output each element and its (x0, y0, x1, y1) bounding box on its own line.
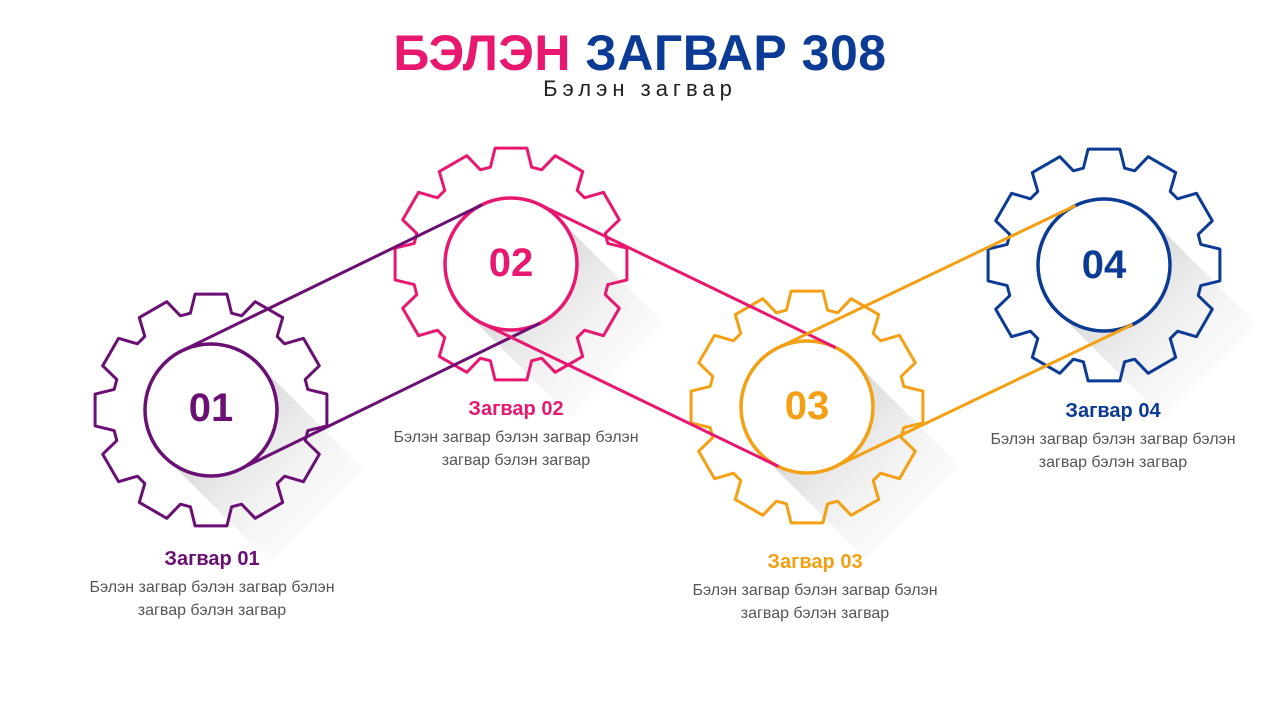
step-description-line-1: Бэлэн загвар бэлэн загвар бэлэн (89, 579, 335, 596)
title-part-1: БЭЛЭН (393, 25, 572, 81)
belt-2-3-line-2 (539, 203, 837, 349)
page-title: БЭЛЭН ЗАГВАР 308 (0, 24, 1280, 82)
step-label-03: Загвар 03 Бэлэн загвар бэлэн загвар бэлэ… (655, 549, 975, 625)
step-label-04: Загвар 04 Бэлэн загвар бэлэн загвар бэлэ… (953, 398, 1273, 474)
gear-outline-4 (986, 147, 1222, 383)
gear-outline-1 (93, 292, 329, 528)
belt-1-2-line-2 (181, 203, 483, 353)
step-description: Бэлэн загвар бэлэн загвар бэлэн загвар б… (953, 428, 1273, 474)
step-description-line-2: загвар бэлэн загвар (740, 605, 890, 622)
step-label-01: Загвар 01 Бэлэн загвар бэлэн загвар бэлэ… (52, 546, 372, 622)
step-description-line-2: загвар бэлэн загвар (137, 602, 287, 619)
belt-2-3-line-1 (481, 322, 779, 468)
belt-1-2-line-1 (239, 321, 541, 471)
step-heading: Загвар 04 (1065, 400, 1161, 422)
gear-hub-2 (443, 196, 579, 332)
step-description-line-1: Бэлэн загвар бэлэн загвар бэлэн (692, 582, 938, 599)
step-number-02: 02 (488, 241, 534, 285)
connector-belts (181, 203, 1134, 471)
step-heading: Загвар 02 (468, 398, 564, 420)
gear-outline-3 (689, 289, 925, 525)
step-number-01: 01 (188, 386, 234, 430)
title-part-2: ЗАГВАР 308 (585, 25, 887, 81)
gear-hub-3 (739, 339, 875, 475)
gear-outline-2 (393, 146, 629, 382)
step-description-line-1: Бэлэн загвар бэлэн загвар бэлэн (990, 431, 1236, 448)
step-description: Бэлэн загвар бэлэн загвар бэлэн загвар б… (356, 426, 676, 472)
step-description-line-1: Бэлэн загвар бэлэн загвар бэлэн (393, 429, 639, 446)
step-description-line-2: загвар бэлэн загвар (441, 452, 591, 469)
belt-3-4-line-1 (834, 323, 1134, 468)
page-subtitle: Бэлэн загвар (543, 76, 737, 101)
gear-hub-4 (1036, 197, 1172, 333)
step-number-04: 04 (1081, 243, 1127, 287)
step-label-02: Загвар 02 Бэлэн загвар бэлэн загвар бэлэ… (356, 396, 676, 472)
belt-3-4-line-2 (777, 204, 1077, 349)
step-description-line-2: загвар бэлэн загвар (1038, 454, 1188, 471)
step-heading: Загвар 01 (164, 548, 260, 570)
step-number-03: 03 (784, 384, 830, 428)
step-description: Бэлэн загвар бэлэн загвар бэлэн загвар б… (655, 579, 975, 625)
step-heading: Загвар 03 (767, 551, 863, 573)
step-description: Бэлэн загвар бэлэн загвар бэлэн загвар б… (52, 576, 372, 622)
gear-hub-1 (143, 342, 279, 478)
gears (93, 146, 1222, 528)
